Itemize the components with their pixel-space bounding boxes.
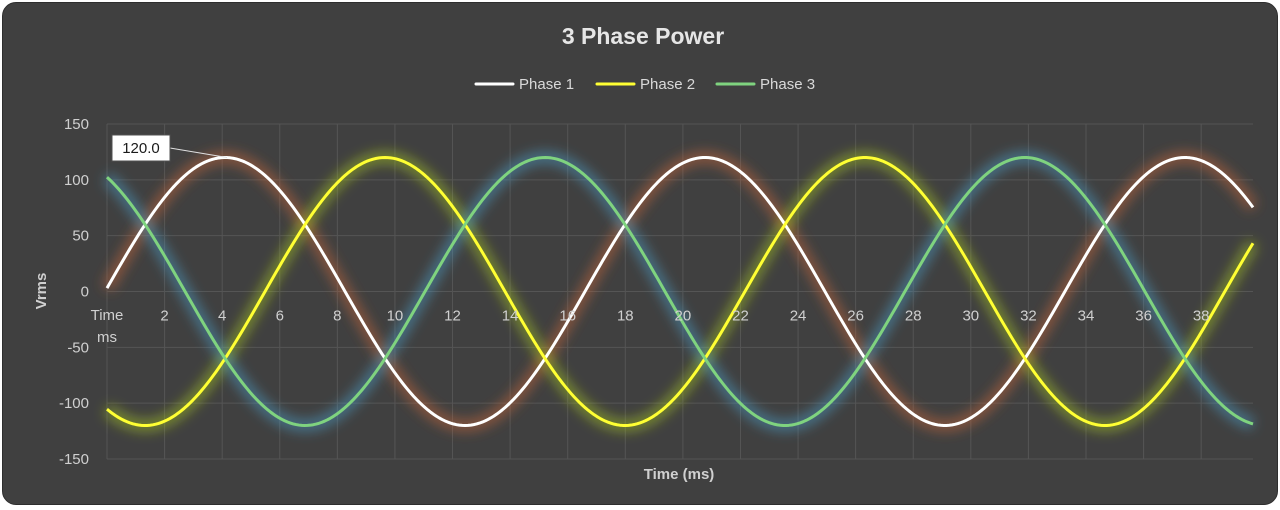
x-first-label-line2: ms: [97, 329, 117, 346]
y-tick-label: -100: [59, 395, 89, 412]
y-tick-label: -150: [59, 451, 89, 468]
legend-label-phase-3: Phase 3: [760, 76, 815, 93]
y-axis-title: Vrms: [33, 273, 50, 310]
chart-title: 3 Phase Power: [562, 23, 724, 49]
gridlines: [106, 123, 1253, 460]
x-tick-label: 32: [1020, 308, 1037, 325]
x-tick-label: 16: [559, 308, 576, 325]
x-tick-label: 38: [1193, 308, 1210, 325]
data-callout: 120.0: [111, 134, 228, 162]
y-tick-label: 0: [81, 284, 89, 301]
y-tick-label: -50: [67, 339, 89, 356]
x-tick-label: 26: [847, 308, 864, 325]
series-lines: [105, 156, 1255, 427]
callout-leader: [169, 147, 228, 158]
x-tick-label: 18: [617, 308, 634, 325]
x-tick-label: 20: [675, 308, 692, 325]
x-tick-label: 36: [1135, 308, 1152, 325]
y-tick-labels: 150 100 50 0 -50 -100 -150: [59, 116, 89, 468]
y-tick-label: 100: [64, 172, 89, 189]
legend: Phase 1 Phase 2 Phase 3: [474, 76, 815, 93]
series-line-phase-2: [106, 156, 1255, 427]
x-tick-label: 14: [502, 308, 519, 325]
x-tick-label: 12: [444, 308, 461, 325]
legend-label-phase-2: Phase 2: [640, 76, 695, 93]
x-tick-label: 4: [218, 308, 226, 325]
callout-label: 120.0: [122, 140, 160, 157]
x-tick-label: 30: [962, 308, 979, 325]
x-tick-label: 22: [732, 308, 749, 325]
y-tick-label: 50: [72, 228, 89, 245]
x-tick-label: 10: [387, 308, 404, 325]
y-tick-label: 150: [64, 116, 89, 133]
x-first-label: Time: [91, 307, 124, 324]
x-tick-label: 2: [160, 308, 168, 325]
x-axis-title: Time (ms): [644, 466, 715, 483]
x-tick-label: 34: [1078, 308, 1095, 325]
x-tick-label: 24: [790, 308, 807, 325]
x-tick-label: 28: [905, 308, 922, 325]
series-line-phase-1: [105, 156, 1255, 427]
x-tick-label: 6: [276, 308, 284, 325]
series-line-phase-3: [105, 156, 1254, 427]
x-tick-label: 8: [333, 308, 341, 325]
callout-box: [111, 134, 171, 162]
legend-label-phase-1: Phase 1: [519, 76, 574, 93]
